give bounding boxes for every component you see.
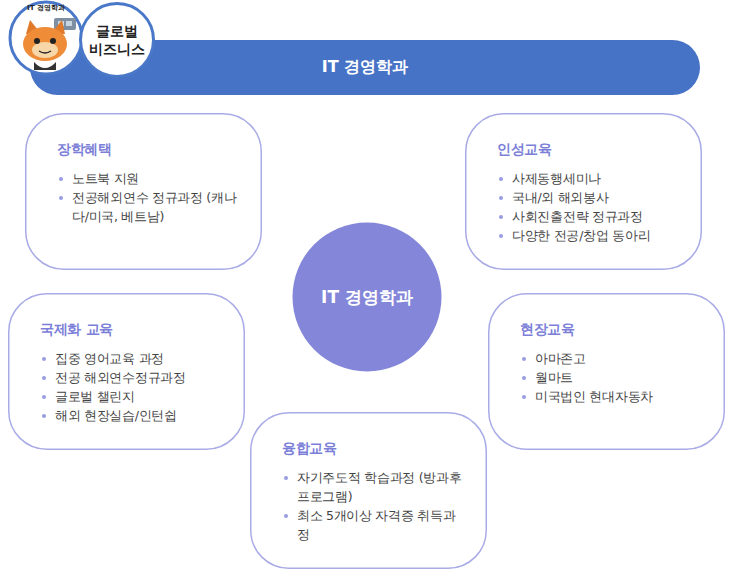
list-item: 전공해외연수 정규과정 (캐나다/미국, 베트남) [57, 188, 242, 226]
list-item: 집중 영어교육 과정 [40, 349, 225, 368]
node-content: IT 경영학과 [321, 286, 413, 309]
box-heading: 장학혜택 [57, 141, 242, 159]
list-item: 최소 5개이상 자격증 취득과정 [282, 506, 467, 544]
box-heading: 융합교육 [282, 440, 467, 458]
list-item: 다양한 전공/창업 동아리 [497, 226, 682, 245]
box-heading: 인성교육 [497, 141, 682, 159]
list-item: 노트북 지원 [57, 169, 242, 188]
banner-shape [30, 40, 700, 95]
box-outline [250, 412, 487, 569]
node-content: 인성교육사제동행세미나국내/외 해외봉사사회진출전략 정규과정다양한 전공/창업… [497, 141, 682, 245]
list-item: 글로벌 챌린지 [40, 387, 225, 406]
node-content: 장학혜택노트북 지원전공해외연수 정규과정 (캐나다/미국, 베트남) [57, 141, 242, 226]
center-shape [293, 223, 442, 372]
badge-shape [81, 4, 154, 77]
box-heading: 국제화 교육 [40, 321, 225, 339]
center-node: IT 경영학과 [291, 221, 443, 373]
list-item: 아마존고 [520, 349, 705, 368]
node-content: 국제화 교육집중 영어교육 과정전공 해외연수정규과정글로벌 챌린지해외 현장실… [40, 321, 225, 425]
box-shape [9, 294, 245, 450]
node-content: 현장교육아마존고월마트미국법인 현대자동차 [520, 321, 705, 406]
category-box: 인성교육사제동행세미나국내/외 해외봉사사회진출전략 정규과정다양한 전공/창업… [465, 113, 702, 270]
badge-node: 글로벌 비즈니스 [79, 2, 155, 78]
box-shape [26, 114, 262, 270]
box-shape [466, 114, 702, 270]
box-shape [251, 413, 487, 569]
list-item: 해외 현장실습/인턴쉽 [40, 406, 225, 425]
list-item: 월마트 [520, 368, 705, 387]
list-item: 국내/외 해외봉사 [497, 188, 682, 207]
list-item: 사제동행세미나 [497, 169, 682, 188]
category-box: 융합교육자기주도적 학습과정 (방과후 프로그램)최소 5개이상 자격증 취득과… [250, 412, 487, 569]
badge-outline [79, 2, 155, 78]
category-box: 현장교육아마존고월마트미국법인 현대자동차 [488, 293, 725, 450]
box-heading: 현장교육 [520, 321, 705, 339]
box-shape [489, 294, 725, 450]
list-item: 전공 해외연수정규과정 [40, 368, 225, 387]
node-content: 융합교육자기주도적 학습과정 (방과후 프로그램)최소 5개이상 자격증 취득과… [282, 440, 467, 544]
list-item: 미국법인 현대자동차 [520, 387, 705, 406]
node-content: 글로벌 비즈니스 [87, 22, 147, 58]
mascot-caption: IT 경영학과 [14, 3, 78, 13]
center-title: IT 경영학과 [321, 286, 413, 309]
badge-label: 글로벌 비즈니스 [87, 22, 147, 58]
category-box: 장학혜택노트북 지원전공해외연수 정규과정 (캐나다/미국, 베트남) [25, 113, 262, 270]
list-item: 사회진출전략 정규과정 [497, 207, 682, 226]
category-box: 국제화 교육집중 영어교육 과정전공 해외연수정규과정글로벌 챌린지해외 현장실… [8, 293, 245, 450]
list-item: 자기주도적 학습과정 (방과후 프로그램) [282, 468, 467, 506]
box-outline [488, 293, 725, 450]
